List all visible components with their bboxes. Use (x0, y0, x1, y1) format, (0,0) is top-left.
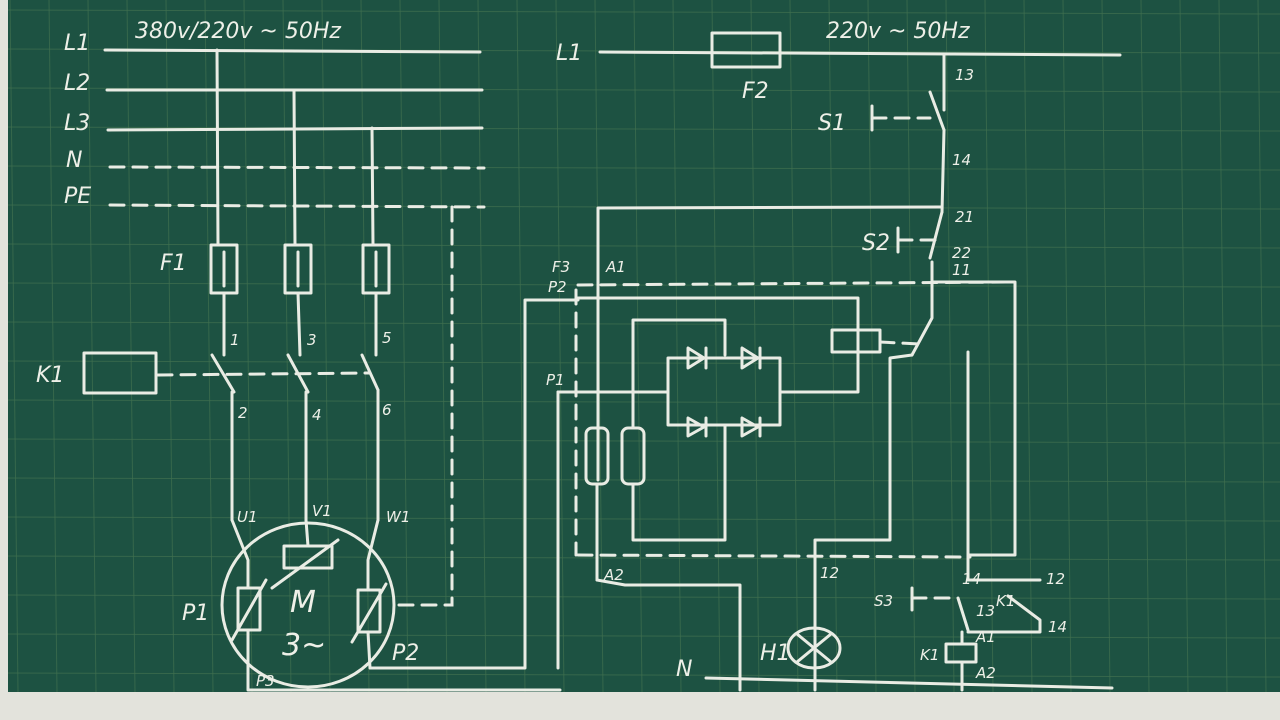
switch-s3 (956, 596, 970, 632)
supply-line-l1 (103, 48, 482, 54)
switch-terminal-14: 14 (952, 151, 971, 169)
diode-2 (740, 346, 760, 370)
relay-p1-label: P1 (546, 371, 565, 389)
switch-terminal-13: 13 (955, 66, 974, 84)
neutral-label: N (676, 657, 692, 682)
thermistor-p2-label: P2 (392, 641, 419, 666)
label-n: N (66, 148, 82, 173)
phase-drop-1 (215, 48, 220, 247)
switch-s2 (928, 210, 944, 260)
supply-line-n (108, 165, 486, 170)
supply-line-pe (108, 203, 486, 209)
coil-a1-label: A1 (975, 628, 996, 646)
relay-p2-label: P2 (548, 278, 567, 296)
control-line-l1 (598, 50, 1122, 57)
label-pe: PE (64, 184, 91, 209)
switch-s2-label: S2 (862, 231, 890, 256)
label-l2: L2 (64, 71, 90, 96)
phase-drop-3 (370, 126, 375, 247)
terminal-4: 4 (312, 406, 322, 424)
aux-terminal-13: 13 (976, 602, 995, 620)
lamp-h1-label: H1 (760, 641, 791, 666)
diode-3 (686, 416, 706, 438)
relay-coil (830, 328, 882, 354)
coil-a2-label: A2 (975, 664, 996, 682)
relay-a2-label: A2 (603, 566, 624, 584)
control-voltage-label: 220v ~ 50Hz (826, 19, 970, 44)
switch-terminal-11: 11 (952, 261, 971, 279)
control-l1-label: L1 (556, 41, 582, 66)
fuse-f2-label: F2 (742, 79, 769, 104)
switch-terminal-22: 22 (952, 244, 971, 262)
coil-k1-label: K1 (920, 646, 939, 664)
contact-k1-b (286, 353, 310, 394)
contact-k1-c (360, 353, 380, 392)
relay-f3-label: F3 (552, 258, 570, 276)
contact-terminal-12: 12 (1046, 570, 1065, 588)
coil-k1 (944, 642, 978, 664)
fuse-f2 (710, 31, 782, 69)
contact-terminal-14: 14 (962, 570, 981, 588)
phase-drop-2 (292, 88, 297, 247)
contact-k1-a (210, 353, 236, 394)
fuse-f1-label: F1 (160, 251, 187, 276)
motor-p3-label: P3 (256, 672, 275, 690)
aux-terminal-14: 14 (1048, 618, 1067, 636)
motor-terminal-v1: V1 (312, 502, 332, 520)
label-l1: L1 (64, 31, 90, 56)
switch-s1 (928, 90, 946, 132)
chalk-tray (0, 692, 1280, 720)
relay-a1-label: A1 (605, 258, 626, 276)
lamp-h1 (786, 626, 842, 670)
main-voltage-label: 380v/220v ~ 50Hz (135, 19, 341, 44)
control-circuit: L1 220v ~ 50Hz F2 13 S1 14 21 S2 22 11 F… (546, 19, 1122, 692)
switch-terminal-21: 21 (955, 208, 974, 226)
contactor-k1-label: K1 (36, 363, 64, 388)
motor-phase: 3~ (282, 628, 326, 663)
terminal-2: 2 (238, 404, 248, 422)
board-grid (0, 0, 1280, 693)
diode-4 (740, 416, 760, 438)
label-l3: L3 (64, 111, 90, 136)
aux-k1-label: K1 (996, 592, 1015, 610)
switch-s1-label: S1 (818, 111, 846, 136)
contactor-k1-coil (82, 351, 158, 395)
motor-terminal-w1: W1 (386, 508, 410, 526)
diode-1 (686, 346, 706, 370)
terminal-6: 6 (382, 401, 392, 419)
power-circuit: L1 L2 L3 N PE 380v/220v ~ 50Hz F1 1 3 5 … (36, 19, 580, 692)
neutral-line (704, 676, 1114, 690)
motor-symbol: M (290, 585, 316, 620)
board-left-edge (0, 0, 8, 720)
point-12-label: 12 (820, 564, 839, 582)
terminal-5: 5 (382, 329, 392, 347)
terminal-3: 3 (307, 331, 317, 349)
thermistor-p1-label: P1 (182, 601, 209, 626)
motor-housing (220, 521, 396, 689)
terminal-1: 1 (230, 331, 240, 349)
relay-sensor-2 (620, 426, 646, 486)
switch-s3-label: S3 (874, 592, 893, 610)
motor-terminal-u1: U1 (237, 508, 258, 526)
